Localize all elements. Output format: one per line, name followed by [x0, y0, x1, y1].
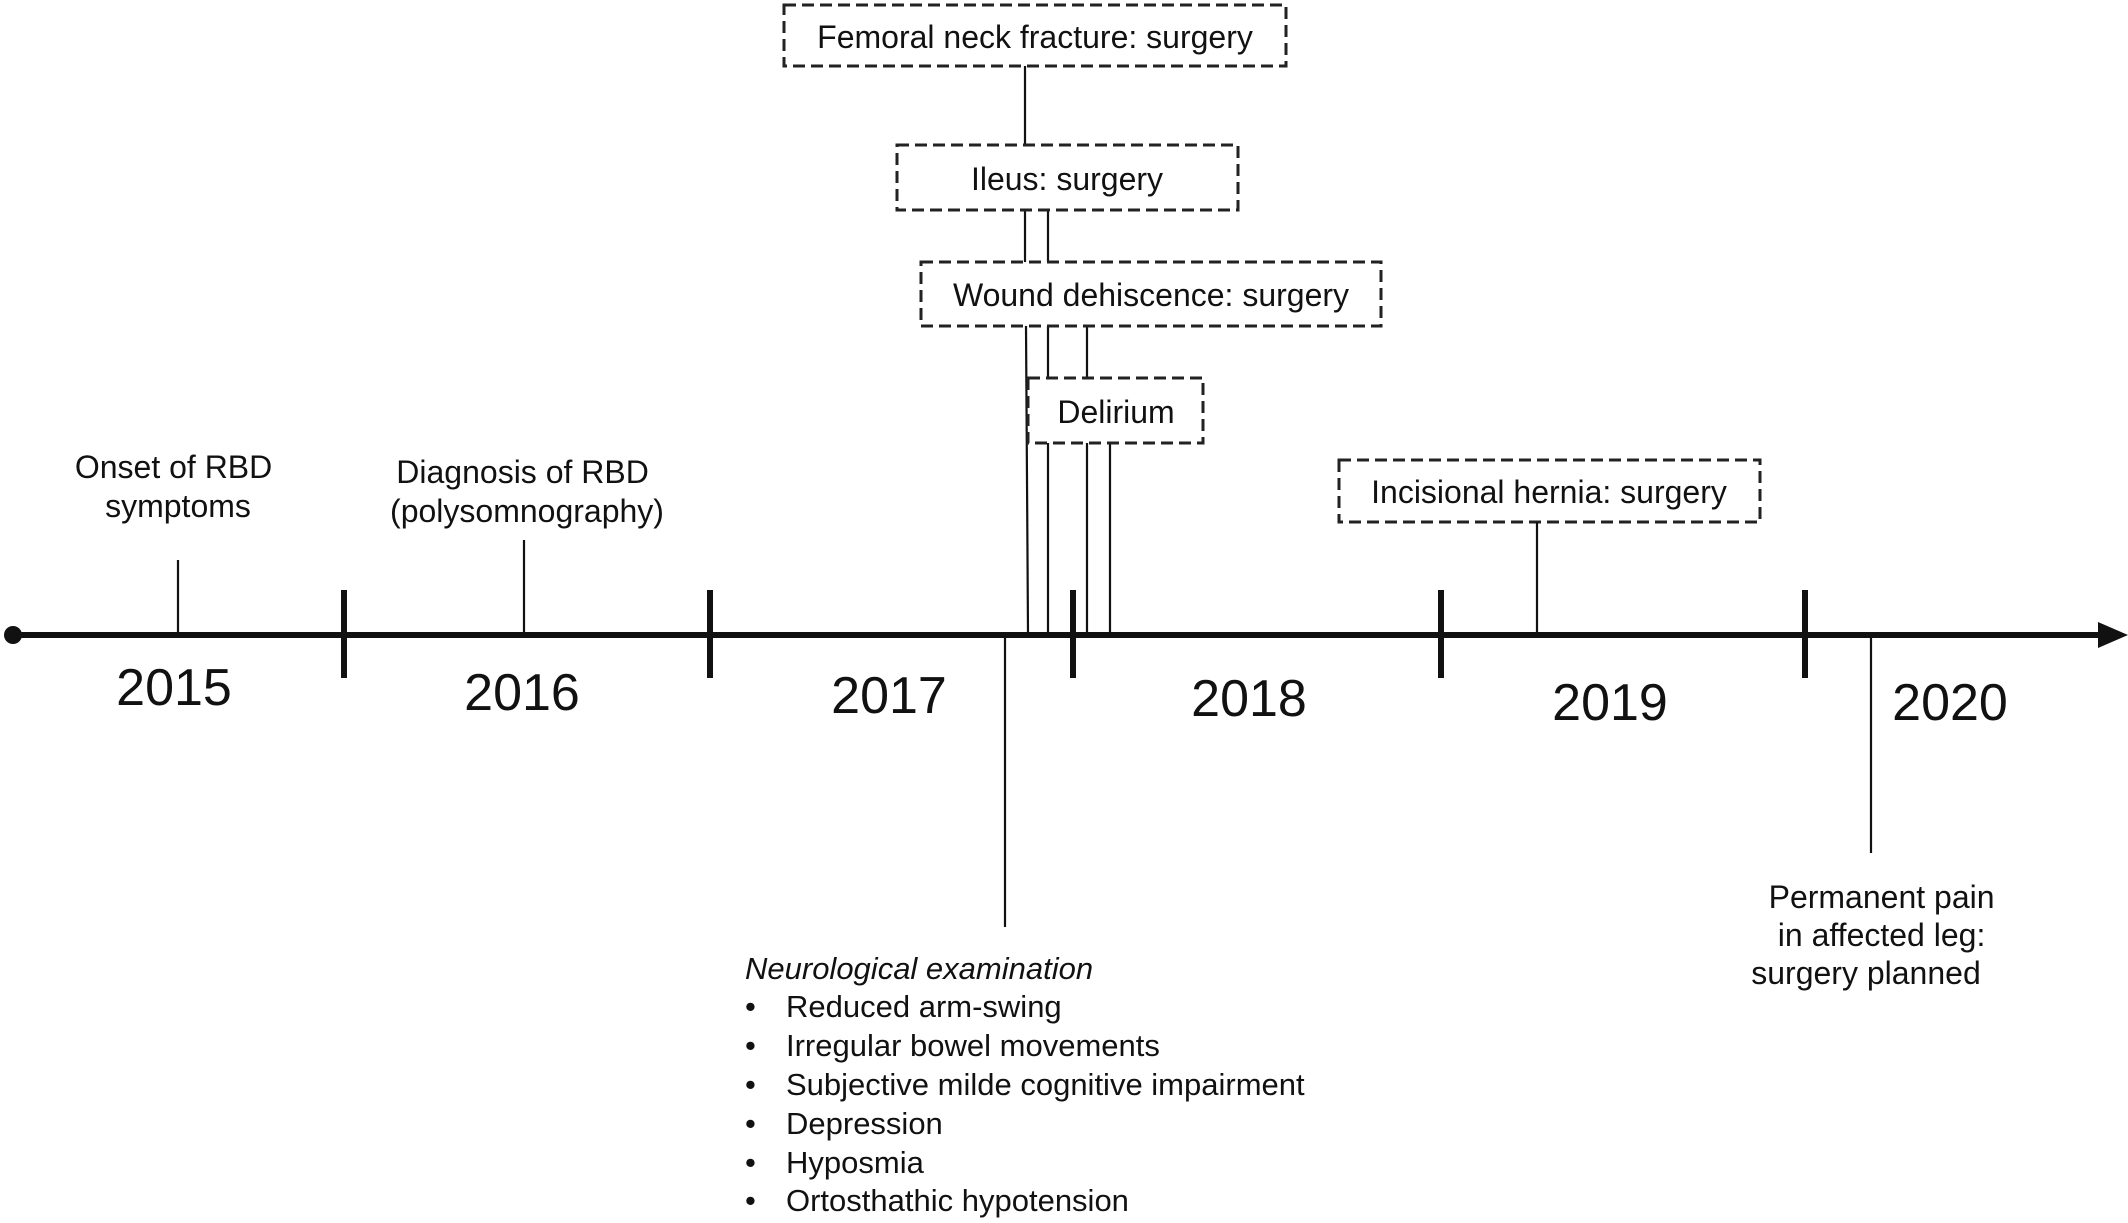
- neuro-item-cognitive: Subjective milde cognitive impairment: [786, 1067, 1305, 1102]
- neuro-bullet: •: [745, 1028, 756, 1063]
- onset-label-line1: Onset of RBD: [75, 449, 272, 485]
- pain-label-line2: in affected leg:: [1778, 917, 1986, 953]
- pain-label-line1: Permanent pain: [1769, 879, 1995, 915]
- ileus-event: Ileus: surgery: [895, 143, 1240, 212]
- femoral-fracture-box: [782, 3, 1288, 68]
- neuro-item-arm-swing: Reduced arm-swing: [786, 989, 1062, 1024]
- year-label-2017: 2017: [831, 667, 947, 725]
- incisional-hernia-label: Incisional hernia: surgery: [1371, 474, 1727, 510]
- diagnosis-label-line1: Diagnosis of RBD: [396, 454, 649, 490]
- neuro-bullet: •: [745, 989, 756, 1024]
- onset-label-line2: symptoms: [105, 488, 251, 524]
- diagnosis-label-line2: (polysomnography): [390, 493, 664, 529]
- pain-label-line3: surgery planned: [1751, 955, 1980, 991]
- neuro-bullet: •: [745, 1145, 756, 1180]
- year-label-2020: 2020: [1892, 674, 2008, 732]
- neuro-exam-block: Neurological examination • Reduced arm-s…: [745, 951, 1305, 1218]
- wound-dehiscence-box: [919, 260, 1383, 328]
- delirium-label: Delirium: [1057, 394, 1174, 430]
- femoral-connector-axis: [1024, 325, 1030, 634]
- femoral-fracture-event: Femoral neck fracture: surgery: [782, 3, 1288, 68]
- neuro-bullet: •: [745, 1067, 756, 1102]
- neuro-item-bowel: Irregular bowel movements: [786, 1028, 1160, 1063]
- incisional-hernia-event: Incisional hernia: surgery: [1337, 458, 1762, 524]
- neuro-item-depression: Depression: [786, 1106, 943, 1141]
- wound-dehiscence-label: Wound dehiscence: surgery: [953, 277, 1349, 313]
- diagnosis-label: Diagnosis of RBD (polysomnography): [390, 454, 664, 529]
- neuro-bullet: •: [745, 1106, 756, 1141]
- year-label-2018: 2018: [1191, 670, 1307, 728]
- delirium-box: [1026, 376, 1205, 445]
- pain-label: Permanent pain in affected leg: surgery …: [1751, 879, 2003, 991]
- timeline-arrowhead: [2098, 622, 2128, 648]
- delirium-event: Delirium: [1026, 376, 1205, 445]
- ileus-box: [895, 143, 1240, 212]
- ileus-label: Ileus: surgery: [971, 161, 1163, 197]
- femoral-fracture-label: Femoral neck fracture: surgery: [817, 19, 1253, 55]
- onset-label: Onset of RBD symptoms: [75, 449, 281, 524]
- wound-dehiscence-event: Wound dehiscence: surgery: [919, 260, 1383, 328]
- neuro-exam-title: Neurological examination: [745, 951, 1093, 986]
- year-label-2016: 2016: [464, 664, 580, 722]
- year-label-2015: 2015: [116, 659, 232, 717]
- year-label-2019: 2019: [1552, 674, 1668, 732]
- neuro-item-hyposmia: Hyposmia: [786, 1145, 925, 1180]
- neuro-bullet: •: [745, 1183, 756, 1218]
- incisional-hernia-box: [1337, 458, 1762, 524]
- neuro-item-hypotension: Ortosthathic hypotension: [786, 1183, 1129, 1218]
